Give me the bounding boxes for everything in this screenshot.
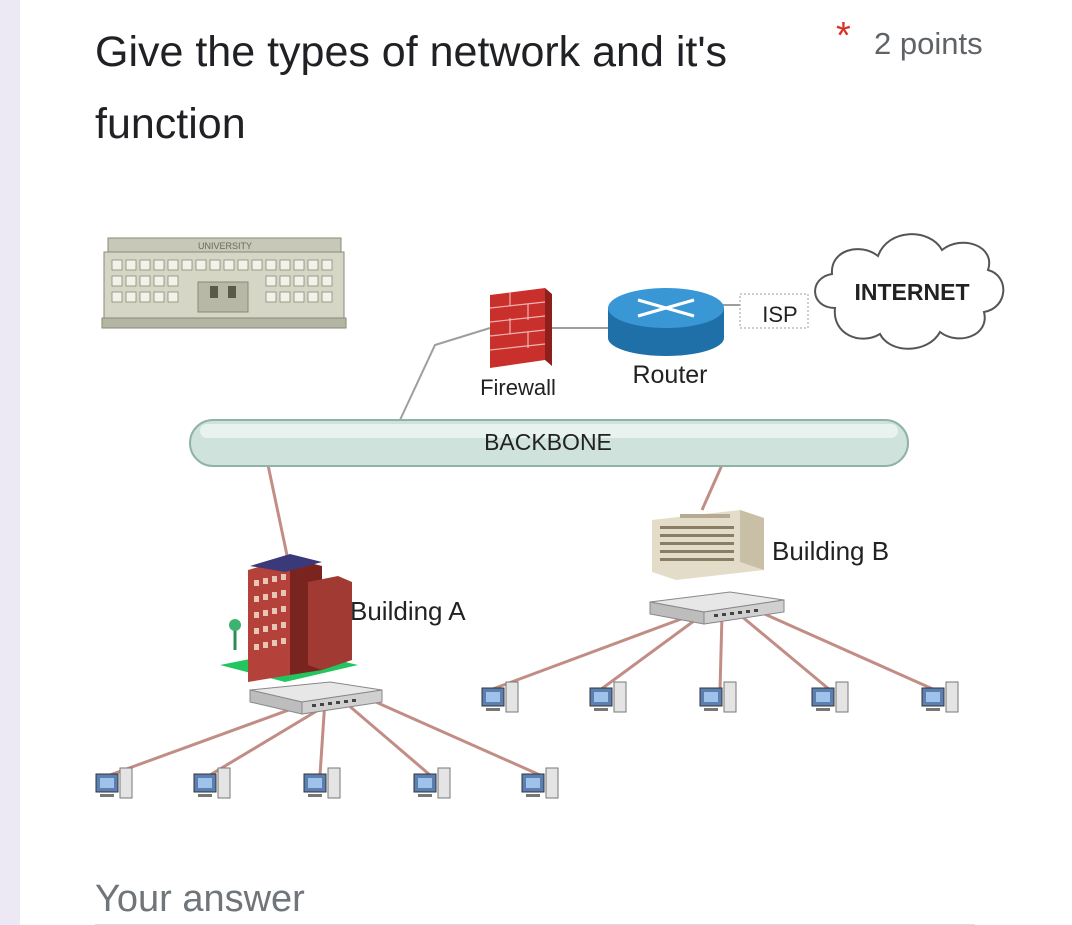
backbone-label: BACKBONE (484, 429, 612, 455)
computer-icon (193, 767, 231, 799)
points-label: 2 points (874, 26, 983, 61)
building-b-label: Building B (772, 536, 889, 566)
required-marker: * (836, 15, 851, 57)
university-sign: UNIVERSITY (198, 241, 252, 251)
computer-icon (921, 681, 959, 713)
firewall-label: Firewall (480, 375, 556, 400)
internet-label: INTERNET (855, 279, 970, 305)
firewall-icon (489, 288, 552, 368)
switch-a-icon (249, 681, 383, 715)
computer-icon (481, 681, 519, 713)
building-a-icon (220, 554, 358, 682)
router-icon (608, 288, 724, 356)
router-label: Router (632, 361, 707, 389)
computer-icon (589, 681, 627, 713)
isp-label: ISP (762, 302, 797, 327)
building-b-icon (652, 510, 764, 580)
computer-icon (811, 681, 849, 713)
switch-b-icon (649, 591, 785, 625)
backbone-bus (189, 419, 909, 467)
answer-input[interactable]: Your answer (95, 876, 975, 925)
computer-icon (303, 767, 341, 799)
computer-icon (699, 681, 737, 713)
internet-cloud-icon (814, 233, 1005, 350)
computer-icon (521, 767, 559, 799)
university-building-icon: UNIVERSITY (101, 237, 347, 329)
building-a-label: Building A (350, 596, 466, 626)
computer-icon (95, 767, 133, 799)
form-left-rail (0, 0, 20, 925)
computer-icon (413, 767, 451, 799)
network-diagram-image: UNIVERSITY Firewall (95, 233, 1005, 799)
question-title: Give the types of network and it's funct… (95, 28, 728, 148)
